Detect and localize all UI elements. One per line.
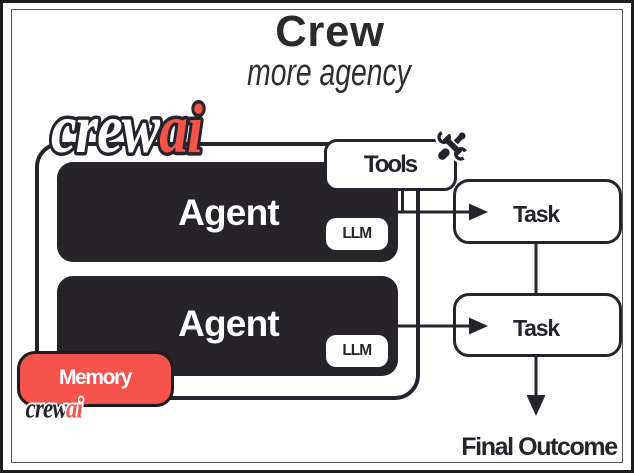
svg-text:crewai: crewai: [51, 90, 203, 167]
svg-text:crewai: crewai: [26, 392, 83, 424]
